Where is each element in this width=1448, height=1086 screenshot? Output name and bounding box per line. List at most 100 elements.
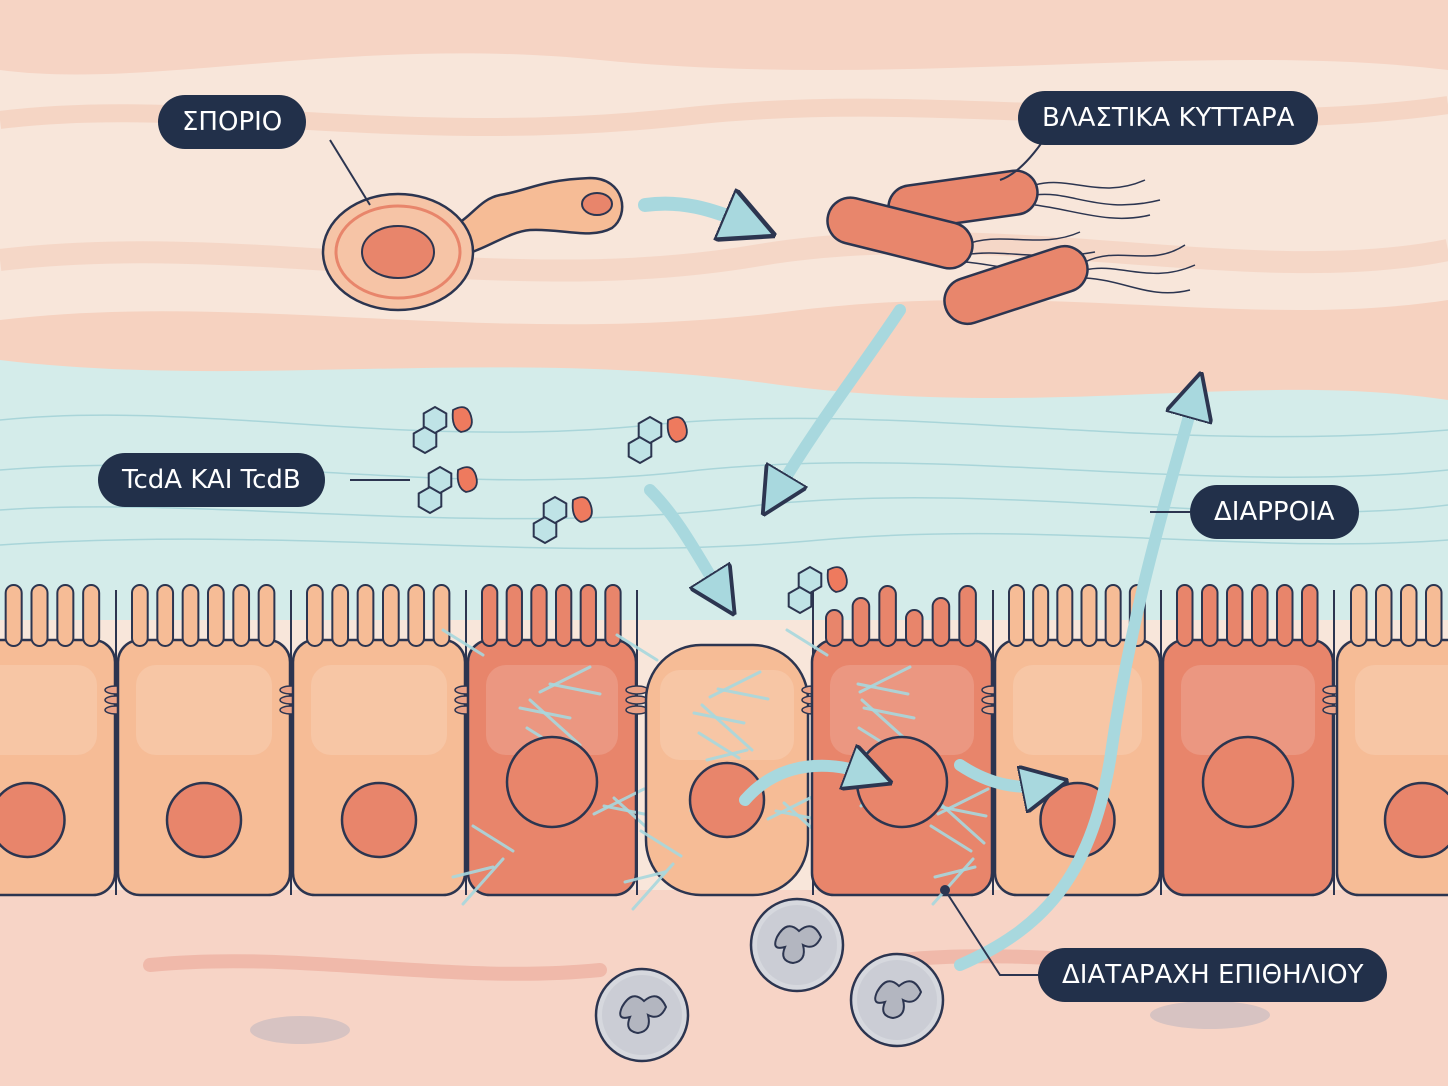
microvillus	[382, 584, 400, 647]
toxin-hexagon	[797, 565, 823, 595]
spore-core	[361, 225, 435, 279]
microvillus	[82, 584, 101, 647]
tight-junction	[625, 705, 649, 715]
microvillus	[1080, 584, 1098, 647]
spore	[321, 176, 624, 312]
toxin-molecule	[417, 465, 478, 515]
cytoskeleton-fiber	[766, 792, 820, 821]
microvillus	[331, 584, 350, 647]
neutrophil	[594, 967, 690, 1063]
microvillus	[555, 584, 573, 647]
microvillus	[958, 585, 977, 647]
toxin-domain	[451, 406, 473, 433]
tight-junction	[625, 695, 649, 705]
microvillus	[4, 584, 23, 647]
microvillus	[1425, 584, 1443, 647]
arrow-bacteria-to-mucus	[775, 304, 906, 495]
toxin-molecule	[627, 415, 688, 465]
microvillus	[407, 584, 426, 647]
neutrophil	[849, 952, 945, 1048]
arrow-spore-to-vegetative	[638, 204, 750, 225]
spore-germ-nucleus	[581, 192, 613, 216]
microvillus	[1400, 584, 1418, 647]
arrow-cell-spread-2	[954, 759, 1045, 787]
label-vegetative-cells: ΒΛΑΣΤΙΚΑ ΚΥΤΤΑΡΑ	[1020, 93, 1317, 143]
cytoskeleton-fiber	[615, 633, 659, 662]
microvillus	[1201, 584, 1219, 647]
nucleus	[1201, 735, 1295, 829]
microvillus	[232, 584, 251, 647]
toxin-hexagon	[627, 435, 653, 465]
lumen-band-top	[0, 0, 1448, 75]
leader-spore	[329, 139, 371, 206]
toxin-hexagon	[427, 465, 453, 495]
cytoskeleton-fiber	[933, 865, 977, 879]
bacterium-3	[943, 244, 1196, 326]
vegetative-cells	[826, 169, 1196, 326]
microvillus	[931, 597, 951, 647]
cytoskeleton-fiber	[451, 865, 495, 879]
microvillus	[1176, 584, 1194, 647]
microvillus	[1008, 584, 1025, 647]
nucleus	[340, 781, 418, 859]
microvillus	[530, 584, 548, 647]
microvillus	[156, 584, 175, 647]
spore-germ-tube	[437, 176, 624, 257]
arrow-cell-spread-1	[739, 766, 870, 806]
nucleus	[505, 735, 599, 829]
cytoskeleton-fiber	[705, 748, 749, 762]
lumen-wave-2	[0, 231, 1448, 282]
cytoskeleton-fiber	[929, 824, 973, 853]
nucleus	[855, 735, 949, 829]
microvillus	[207, 584, 225, 647]
nucleus	[165, 781, 243, 859]
neutrophil	[749, 897, 845, 993]
microvillus	[56, 584, 75, 647]
microvillus	[356, 584, 375, 647]
epithelial-cell	[1161, 584, 1346, 897]
microvillus	[1032, 584, 1050, 647]
cytoskeleton-fiber	[441, 628, 485, 657]
microvillus	[905, 609, 924, 647]
microvillus	[579, 584, 597, 647]
leader-vegetative	[999, 137, 1046, 181]
label-spore: ΣΠΟΡΙΟ	[160, 97, 305, 147]
toxin-hexagon	[422, 405, 448, 435]
microvillus	[432, 584, 451, 647]
microvillus	[1226, 584, 1244, 647]
microvillus	[1375, 584, 1393, 647]
toxin-domain	[571, 496, 593, 523]
neutrophil-nucleus	[619, 995, 668, 1035]
toxin-hexagon	[412, 425, 438, 455]
epithelial-cell	[0, 584, 128, 897]
arrow-toxin-to-epithelium	[644, 484, 722, 595]
nucleus	[0, 781, 66, 859]
cytoskeleton-fiber	[528, 698, 582, 747]
toxin-hexagon	[417, 485, 443, 515]
label-epithelial-disruption: ΔΙΑΤΑΡΑΧΗ ΕΠΙΘΗΛΙΟΥ	[1040, 950, 1386, 1000]
epithelial-cell	[441, 584, 666, 906]
cytoskeleton-fiber	[471, 824, 515, 853]
microvillus	[257, 584, 276, 647]
epithelial-cell	[116, 584, 303, 897]
nucleus	[688, 761, 766, 839]
label-diarrhea: ΔΙΑΡΡΟΙΑ	[1192, 487, 1357, 537]
cytoskeleton-fiber	[548, 682, 602, 696]
cytoskeleton-fiber	[538, 665, 592, 694]
mucus-layer	[0, 360, 1448, 620]
nucleus	[1383, 781, 1448, 859]
microvillus	[481, 584, 499, 647]
spore-coat-ring	[334, 204, 462, 300]
microvillus	[30, 584, 49, 647]
cytoskeleton-fiber	[931, 857, 975, 906]
microvillus	[851, 597, 871, 647]
leader-epithelium	[944, 889, 1040, 976]
microvillus	[181, 584, 200, 647]
microvillus	[1104, 584, 1122, 647]
microvillus	[306, 584, 324, 647]
toxin-molecule	[787, 565, 848, 615]
cytoskeleton-fiber	[639, 829, 683, 858]
neutrophil-nucleus	[774, 925, 823, 965]
